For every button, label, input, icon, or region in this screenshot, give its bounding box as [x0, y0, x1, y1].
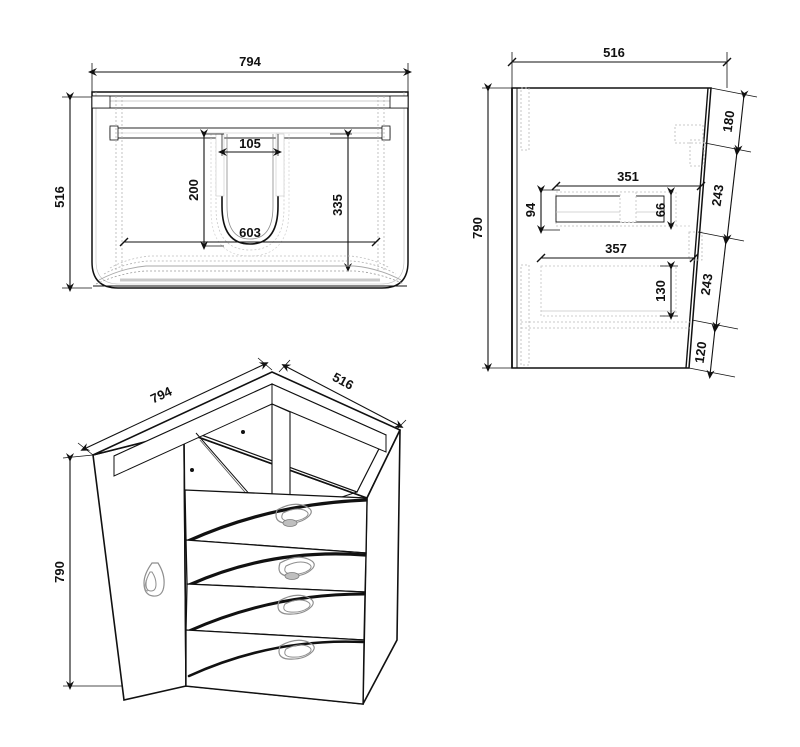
side-right-dim-stack: 180 243 243 120 [688, 87, 758, 379]
iso-drawer-3-motif [277, 594, 314, 615]
side-dim-243-lower: 243 [698, 235, 731, 331]
side-dim-243-upper: 243 [709, 146, 742, 243]
side-dim-243-lower-label: 243 [698, 273, 716, 297]
iso-drawer-4[interactable] [185, 629, 365, 705]
side-dim-180: 180 [720, 89, 749, 154]
side-upper-drawer [555, 191, 690, 227]
side-hidden-lines [520, 87, 705, 366]
side-dim-depth-516: 516 [507, 45, 732, 67]
side-dim-94-label: 94 [523, 202, 538, 217]
front-dim-height-516-label: 516 [52, 186, 67, 208]
front-inner-rail [109, 125, 391, 141]
iso-dim-790-label: 790 [52, 561, 67, 583]
front-dim-span-603-label: 603 [239, 225, 261, 240]
front-dim-basin-105: 105 [218, 134, 282, 156]
side-dim-120: 120 [692, 323, 720, 379]
isometric-view: 794 516 790 [52, 357, 407, 705]
side-dim-66: 66 [653, 187, 675, 230]
side-dim-351-label: 351 [617, 169, 639, 184]
side-lower-drawer [540, 265, 677, 317]
side-elevation-view: 516 790 [470, 45, 758, 379]
iso-dim-516-label: 516 [330, 369, 356, 392]
iso-drawer-4-motif [278, 639, 315, 660]
side-dim-130: 130 [653, 261, 678, 320]
side-dim-120-label: 120 [692, 341, 710, 365]
side-dim-66-label: 66 [653, 203, 668, 217]
front-dim-depth-200-label: 200 [186, 179, 201, 201]
front-top-rail [91, 95, 409, 109]
side-dim-357-label: 357 [605, 241, 627, 256]
iso-drawer-2-motif [278, 556, 315, 580]
front-cabinet-body [91, 91, 409, 289]
front-hidden-lines [115, 96, 385, 272]
iso-drawer-2[interactable] [185, 539, 367, 593]
iso-side-flame-logo [143, 562, 165, 597]
side-dim-130-label: 130 [653, 280, 668, 302]
side-dim-351: 351 [551, 169, 706, 191]
front-dim-width-794: 794 [88, 54, 412, 76]
iso-dim-790: 790 [52, 453, 74, 690]
front-dim-height-516: 516 [52, 92, 74, 292]
side-dim-180-label: 180 [720, 110, 738, 134]
front-dim-basin-105-label: 105 [239, 136, 261, 151]
front-dim-width-794-label: 794 [239, 54, 261, 69]
side-dim-94: 94 [523, 185, 560, 234]
front-dim-span-603: 603 [119, 225, 381, 247]
front-elevation-view: 794 516 [52, 54, 412, 292]
front-dim-height-335-label: 335 [330, 194, 345, 216]
side-dim-243-upper-label: 243 [709, 184, 727, 208]
side-dim-height-790: 790 [470, 83, 492, 372]
iso-drawer-stack [184, 489, 368, 705]
front-basin-bottom [93, 255, 407, 287]
side-dim-height-790-label: 790 [470, 217, 485, 239]
side-dim-depth-516-label: 516 [603, 45, 625, 60]
side-cabinet-body [511, 87, 712, 369]
iso-drawer-1-motif [275, 503, 312, 527]
side-dim-357: 357 [536, 241, 699, 263]
iso-dim-794-label: 794 [148, 383, 175, 406]
